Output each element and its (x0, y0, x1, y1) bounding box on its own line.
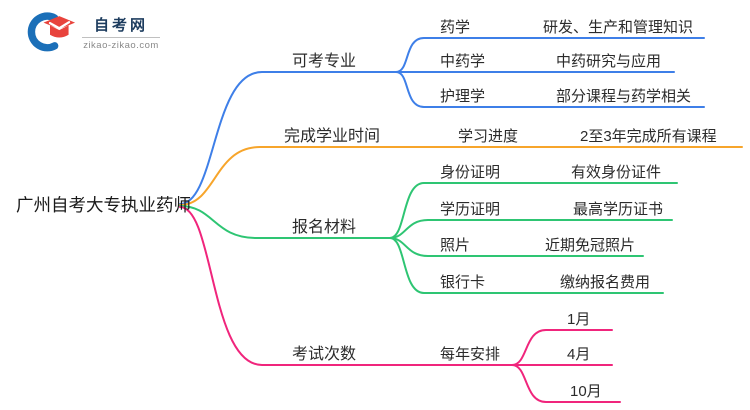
branch-majors-child0-line (395, 37, 705, 73)
node-month-january: 1月 (567, 311, 590, 328)
node-completion-time: 完成学业时间 (284, 127, 380, 145)
branch-majors-trunk-line (179, 71, 397, 205)
branch-exam-month2-line (511, 364, 621, 403)
branch-completion-line (179, 146, 743, 206)
node-nursing: 护理学 (440, 88, 485, 105)
node-bank-card: 银行卡 (440, 274, 485, 291)
node-study-progress: 学习进度 (458, 128, 518, 145)
branch-majors: 可考专业 药学 研发、生产和管理知识 中药学 中药研究与应用 护理学 部分课程与… (179, 19, 705, 205)
branch-exam-trunk-line (179, 206, 513, 366)
branch-materials: 报名材料 身份证明 有效身份证件 学历证明 最高学历证书 照片 近期免冠照片 银… (179, 164, 678, 294)
node-study-progress-desc: 2至3年完成所有课程 (580, 128, 717, 145)
node-tcm-pharmacy: 中药学 (440, 53, 485, 70)
node-nursing-desc: 部分课程与药学相关 (556, 88, 691, 105)
branch-completion-time: 完成学业时间 学习进度 2至3年完成所有课程 (179, 127, 743, 206)
node-materials: 报名材料 (292, 218, 356, 236)
node-edu-proof-desc: 最高学历证书 (573, 201, 663, 218)
zikao-logo: 自考网 zikao-zikao.com (24, 8, 160, 59)
node-id-proof-desc: 有效身份证件 (571, 164, 661, 181)
root-node-title: 广州自考大专执业药师 (16, 195, 191, 215)
branch-majors-child2-line (395, 71, 705, 108)
branch-materials-child1-line (389, 219, 673, 239)
node-majors: 可考专业 (292, 52, 356, 70)
node-month-october: 10月 (570, 383, 602, 400)
logo-title: 自考网 (93, 16, 148, 34)
node-id-proof: 身份证明 (440, 164, 500, 181)
branch-exam-month0-line (511, 329, 613, 366)
logo-domain: zikao-zikao.com (82, 36, 160, 51)
zikao-logo-icon (24, 8, 76, 59)
node-pharmacy-desc: 研发、生产和管理知识 (543, 19, 693, 36)
node-exam-times: 考试次数 (292, 345, 356, 363)
node-month-april: 4月 (567, 346, 590, 363)
node-bank-card-desc: 缴纳报名费用 (560, 274, 650, 291)
branch-materials-child0-line (389, 182, 678, 239)
node-photo: 照片 (440, 237, 470, 254)
node-edu-proof: 学历证明 (440, 201, 500, 218)
branch-exam-times: 考试次数 每年安排 1月 4月 10月 (179, 206, 621, 403)
node-pharmacy: 药学 (440, 19, 470, 36)
node-tcm-pharmacy-desc: 中药研究与应用 (556, 52, 661, 70)
node-photo-desc: 近期免冠照片 (545, 237, 635, 254)
branch-materials-child3-line (389, 237, 664, 294)
node-yearly-schedule: 每年安排 (440, 346, 500, 363)
branch-materials-trunk-line (179, 205, 391, 239)
